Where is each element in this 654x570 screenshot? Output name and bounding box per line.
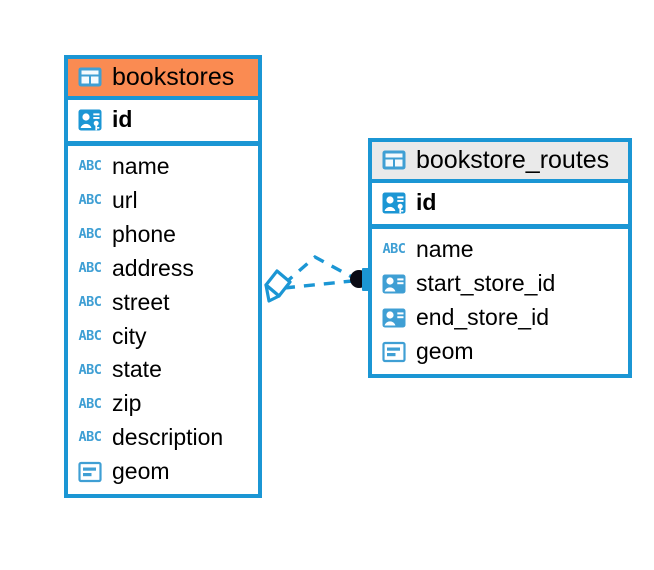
table-grid-icon xyxy=(382,150,406,170)
text-abc-icon: ABC xyxy=(78,158,102,175)
field-row-address[interactable]: ABC address xyxy=(68,252,258,286)
text-abc-icon: ABC xyxy=(78,192,102,209)
field-label: geom xyxy=(416,337,474,364)
field-row-description[interactable]: ABC description xyxy=(68,421,258,455)
text-abc-icon: ABC xyxy=(78,395,102,412)
field-label: street xyxy=(112,288,170,315)
field-label: description xyxy=(112,424,224,451)
entity-header-bookstore-routes[interactable]: bookstore_routes xyxy=(372,142,628,180)
relationship-line-upper-branch xyxy=(282,254,353,286)
field-row-routes-name[interactable]: ABC name xyxy=(372,233,628,267)
field-label: phone xyxy=(112,220,176,247)
text-abc-icon: ABC xyxy=(78,226,102,243)
text-abc-icon: ABC xyxy=(78,293,102,310)
key-divider-bookstore-routes xyxy=(372,224,628,230)
table-grid-icon xyxy=(78,67,102,87)
entity-title-bookstore-routes: bookstore_routes xyxy=(416,146,610,174)
relationship-circle-endpoint xyxy=(350,270,368,288)
field-row-end-store-id[interactable]: end_store_id xyxy=(372,301,628,335)
field-row-start-store-id[interactable]: start_store_id xyxy=(372,267,628,301)
field-label: url xyxy=(112,187,138,214)
relationship-line-lower-branch xyxy=(283,279,353,290)
text-abc-icon: ABC xyxy=(382,241,406,258)
field-label: state xyxy=(112,356,162,383)
field-label: address xyxy=(112,254,194,281)
foreign-key-icon xyxy=(382,274,406,294)
key-section-bookstore-routes: id xyxy=(372,183,628,225)
field-row-zip[interactable]: ABC zip xyxy=(68,387,258,421)
field-label: geom xyxy=(112,458,170,485)
field-label: end_store_id xyxy=(416,303,549,330)
entity-table-bookstores[interactable]: bookstores id ABC xyxy=(64,55,262,499)
text-abc-icon: ABC xyxy=(78,327,102,344)
foreign-key-icon xyxy=(382,308,406,328)
header-divider-bookstores xyxy=(68,96,258,101)
field-row-routes-geom[interactable]: geom xyxy=(372,335,628,369)
text-abc-icon: ABC xyxy=(78,361,102,378)
geometry-blob-icon xyxy=(78,461,102,483)
entity-title-bookstores: bookstores xyxy=(112,63,235,91)
primary-key-icon xyxy=(78,109,102,131)
entity-header-bookstores[interactable]: bookstores xyxy=(68,59,258,97)
field-label: id xyxy=(112,106,133,133)
relationship-diamond-endpoint xyxy=(264,269,292,303)
field-list-bookstores: ABC name ABC url ABC phone ABC address A… xyxy=(68,146,258,495)
text-abc-icon: ABC xyxy=(78,429,102,446)
field-row-street[interactable]: ABC street xyxy=(68,286,258,320)
field-row-bookstores-id[interactable]: id xyxy=(68,100,258,141)
entity-table-bookstore-routes[interactable]: bookstore_routes id ABC xyxy=(368,138,632,378)
header-divider-bookstore-routes xyxy=(372,179,628,184)
field-row-url[interactable]: ABC url xyxy=(68,184,258,218)
primary-key-icon xyxy=(382,192,406,214)
field-row-routes-id[interactable]: id xyxy=(372,183,628,224)
field-row-name[interactable]: ABC name xyxy=(68,150,258,184)
field-label: zip xyxy=(112,390,142,417)
field-row-geom[interactable]: geom xyxy=(68,455,258,489)
key-divider-bookstores xyxy=(68,141,258,147)
geometry-blob-icon xyxy=(382,341,406,362)
field-label: name xyxy=(112,153,170,180)
text-abc-icon: ABC xyxy=(78,260,102,276)
key-section-bookstores: id xyxy=(68,100,258,142)
field-row-city[interactable]: ABC city xyxy=(68,320,258,354)
field-label: id xyxy=(416,189,437,216)
field-row-phone[interactable]: ABC phone xyxy=(68,218,258,252)
field-row-state[interactable]: ABC state xyxy=(68,353,258,387)
field-label: start_store_id xyxy=(416,270,556,297)
field-label: name xyxy=(416,236,474,263)
field-label: city xyxy=(112,322,147,349)
field-list-bookstore-routes: ABC name start_store_id xyxy=(372,229,628,374)
